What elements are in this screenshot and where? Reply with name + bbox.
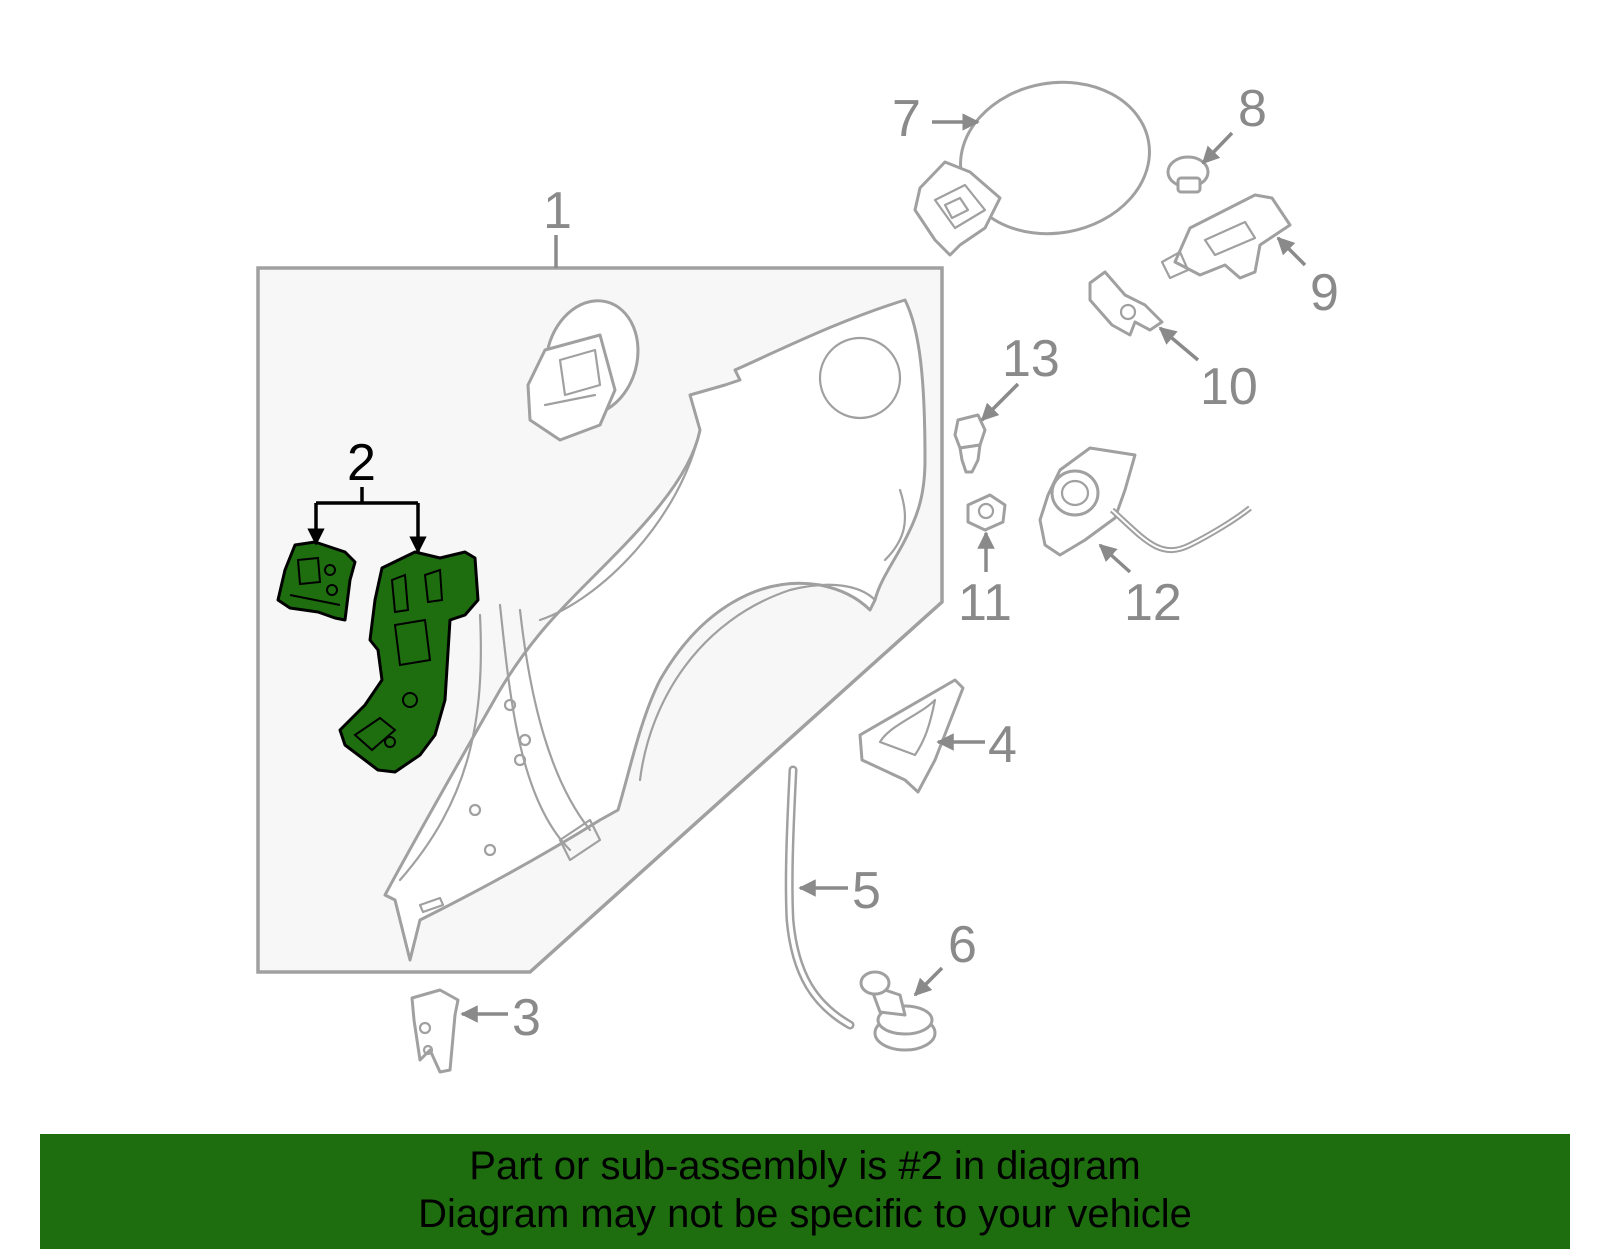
callout-8: 8 bbox=[1238, 80, 1267, 138]
callout-12: 12 bbox=[1124, 574, 1182, 632]
part-4-gusset bbox=[858, 678, 965, 794]
leader-12 bbox=[1098, 543, 1132, 574]
part-11-nut bbox=[966, 493, 1007, 532]
part-9-actuator bbox=[1160, 193, 1292, 280]
part-5-weatherstrip bbox=[784, 765, 855, 1030]
callout-7: 7 bbox=[892, 90, 921, 148]
part-6-plug bbox=[859, 970, 937, 1052]
info-banner: Part or sub-assembly is #2 in diagram Di… bbox=[40, 1134, 1570, 1249]
part-2-highlighted bbox=[276, 540, 480, 774]
banner-line-1: Part or sub-assembly is #2 in diagram bbox=[469, 1144, 1141, 1188]
part-12-housing bbox=[1038, 446, 1252, 557]
callout-2-bracket bbox=[307, 487, 427, 554]
callout-1: 1 bbox=[543, 182, 572, 240]
callout-4: 4 bbox=[988, 716, 1017, 774]
callout-5: 5 bbox=[852, 862, 881, 920]
part-10-latch bbox=[1088, 270, 1164, 337]
part-8-clip bbox=[1166, 155, 1210, 194]
leader-6 bbox=[913, 966, 944, 997]
callout-3: 3 bbox=[512, 989, 541, 1047]
leader-10 bbox=[1158, 326, 1200, 362]
leader-9 bbox=[1276, 236, 1307, 267]
part-3-bracket bbox=[410, 988, 460, 1074]
part-7-fuel-door bbox=[913, 80, 1151, 257]
banner-line-2: Diagram may not be specific to your vehi… bbox=[418, 1192, 1192, 1236]
callout-6: 6 bbox=[948, 916, 977, 974]
leader-8 bbox=[1201, 131, 1234, 165]
leader-13 bbox=[980, 382, 1020, 422]
quarter-panel bbox=[383, 298, 927, 962]
callout-13: 13 bbox=[1002, 330, 1060, 388]
callout-2: 2 bbox=[347, 434, 376, 492]
fuel-filler-housing bbox=[526, 299, 640, 442]
callout-11: 11 bbox=[958, 574, 1012, 632]
callout-9: 9 bbox=[1310, 264, 1339, 322]
part-13-push-clip bbox=[953, 413, 987, 474]
callout-10: 10 bbox=[1200, 358, 1258, 416]
